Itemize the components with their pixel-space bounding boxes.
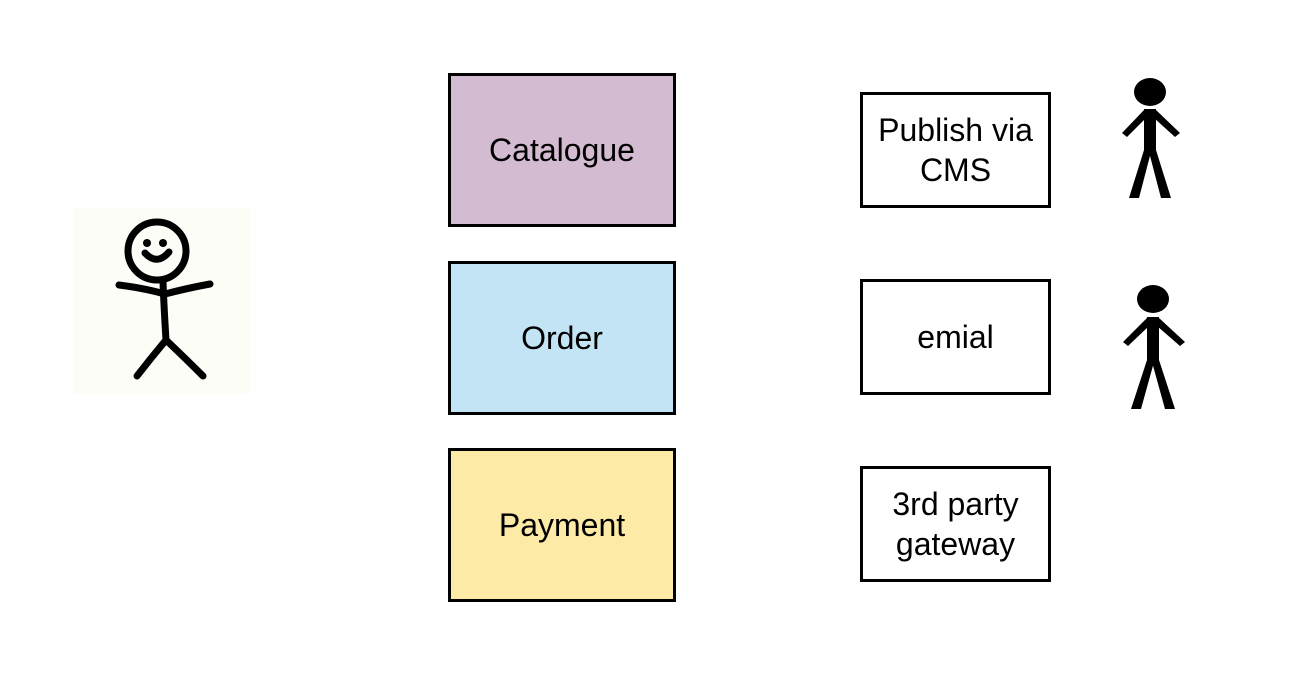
third-party-gateway-line-2: gateway [895, 526, 1016, 562]
publish-via-cms-box: Publish via CMS [860, 92, 1051, 208]
third-party-gateway-line-1: 3rd party [892, 486, 1019, 522]
publish-via-cms-line-1: Publish via [878, 112, 1033, 148]
catalogue-box: Catalogue [448, 73, 676, 227]
third-party-gateway-box: 3rd party gateway [860, 466, 1051, 582]
payment-label: Payment [498, 507, 626, 543]
publish-via-cms-line-2: CMS [919, 152, 992, 188]
catalogue-label: Catalogue [489, 132, 635, 168]
order-box: Order [448, 261, 676, 415]
email-staff-stick-figure-icon [1120, 283, 1186, 411]
customer-stick-figure-icon [73, 208, 251, 394]
email-label: emial [917, 319, 994, 355]
order-label: Order [521, 320, 603, 356]
payment-box: Payment [448, 448, 676, 602]
email-box: emial [860, 279, 1051, 395]
cms-staff-stick-figure-icon [1118, 76, 1182, 200]
